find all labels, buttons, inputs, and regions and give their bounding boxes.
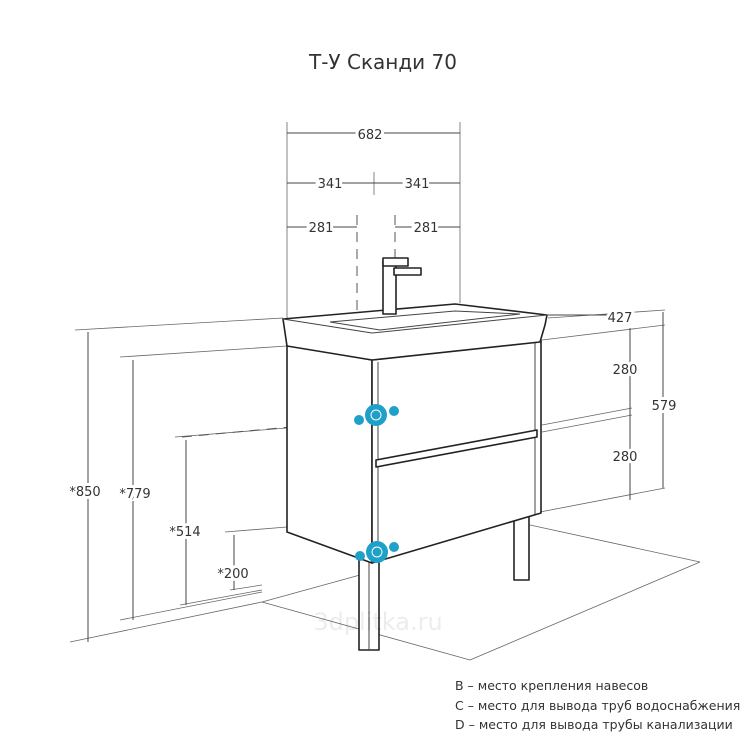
dim-514: *514 bbox=[169, 525, 200, 540]
dim-280-top: 280 bbox=[613, 363, 638, 378]
marker-c-lower-right bbox=[389, 542, 399, 552]
washbasin bbox=[282, 303, 548, 361]
legend-item-c: C – место для вывода труб водоснабжения bbox=[455, 697, 741, 713]
marker-b-upper bbox=[365, 404, 387, 426]
dimension-labels: 682 341 341 281 281 427 *850 *779 *514 *… bbox=[66, 125, 679, 585]
marker-d-lower bbox=[366, 541, 388, 563]
marker-c-upper-right bbox=[389, 406, 399, 416]
dim-579: 579 bbox=[652, 399, 677, 414]
dimension-lines bbox=[87, 132, 664, 642]
cabinet-body bbox=[286, 339, 542, 564]
legend-item-b: B – место крепления навесов bbox=[455, 678, 649, 693]
drawer-divider bbox=[375, 429, 538, 468]
faucet-icon bbox=[382, 257, 422, 315]
dim-427: 427 bbox=[608, 311, 633, 326]
dim-779: *779 bbox=[119, 487, 150, 502]
dim-280-bottom: 280 bbox=[613, 450, 638, 465]
dim-341-left: 341 bbox=[318, 177, 343, 192]
dim-281-right: 281 bbox=[414, 221, 439, 236]
legend-item-d: D – место для вывода трубы канализации bbox=[455, 717, 733, 732]
connection-markers bbox=[354, 404, 399, 563]
wall-lines bbox=[69, 309, 666, 643]
dim-200: *200 bbox=[217, 567, 248, 582]
dim-341-right: 341 bbox=[405, 177, 430, 192]
watermark: 3dplitka.ru bbox=[313, 608, 442, 636]
legend: B – место крепления навесов C – место дл… bbox=[455, 676, 740, 735]
cabinet-legs bbox=[358, 504, 530, 651]
diagram-title: Т-У Сканди 70 bbox=[308, 50, 457, 74]
marker-c-upper-left bbox=[354, 415, 364, 425]
marker-c-lower-left bbox=[355, 551, 365, 561]
dim-682: 682 bbox=[358, 128, 383, 143]
dim-281-left: 281 bbox=[309, 221, 334, 236]
dim-850: *850 bbox=[69, 485, 100, 500]
